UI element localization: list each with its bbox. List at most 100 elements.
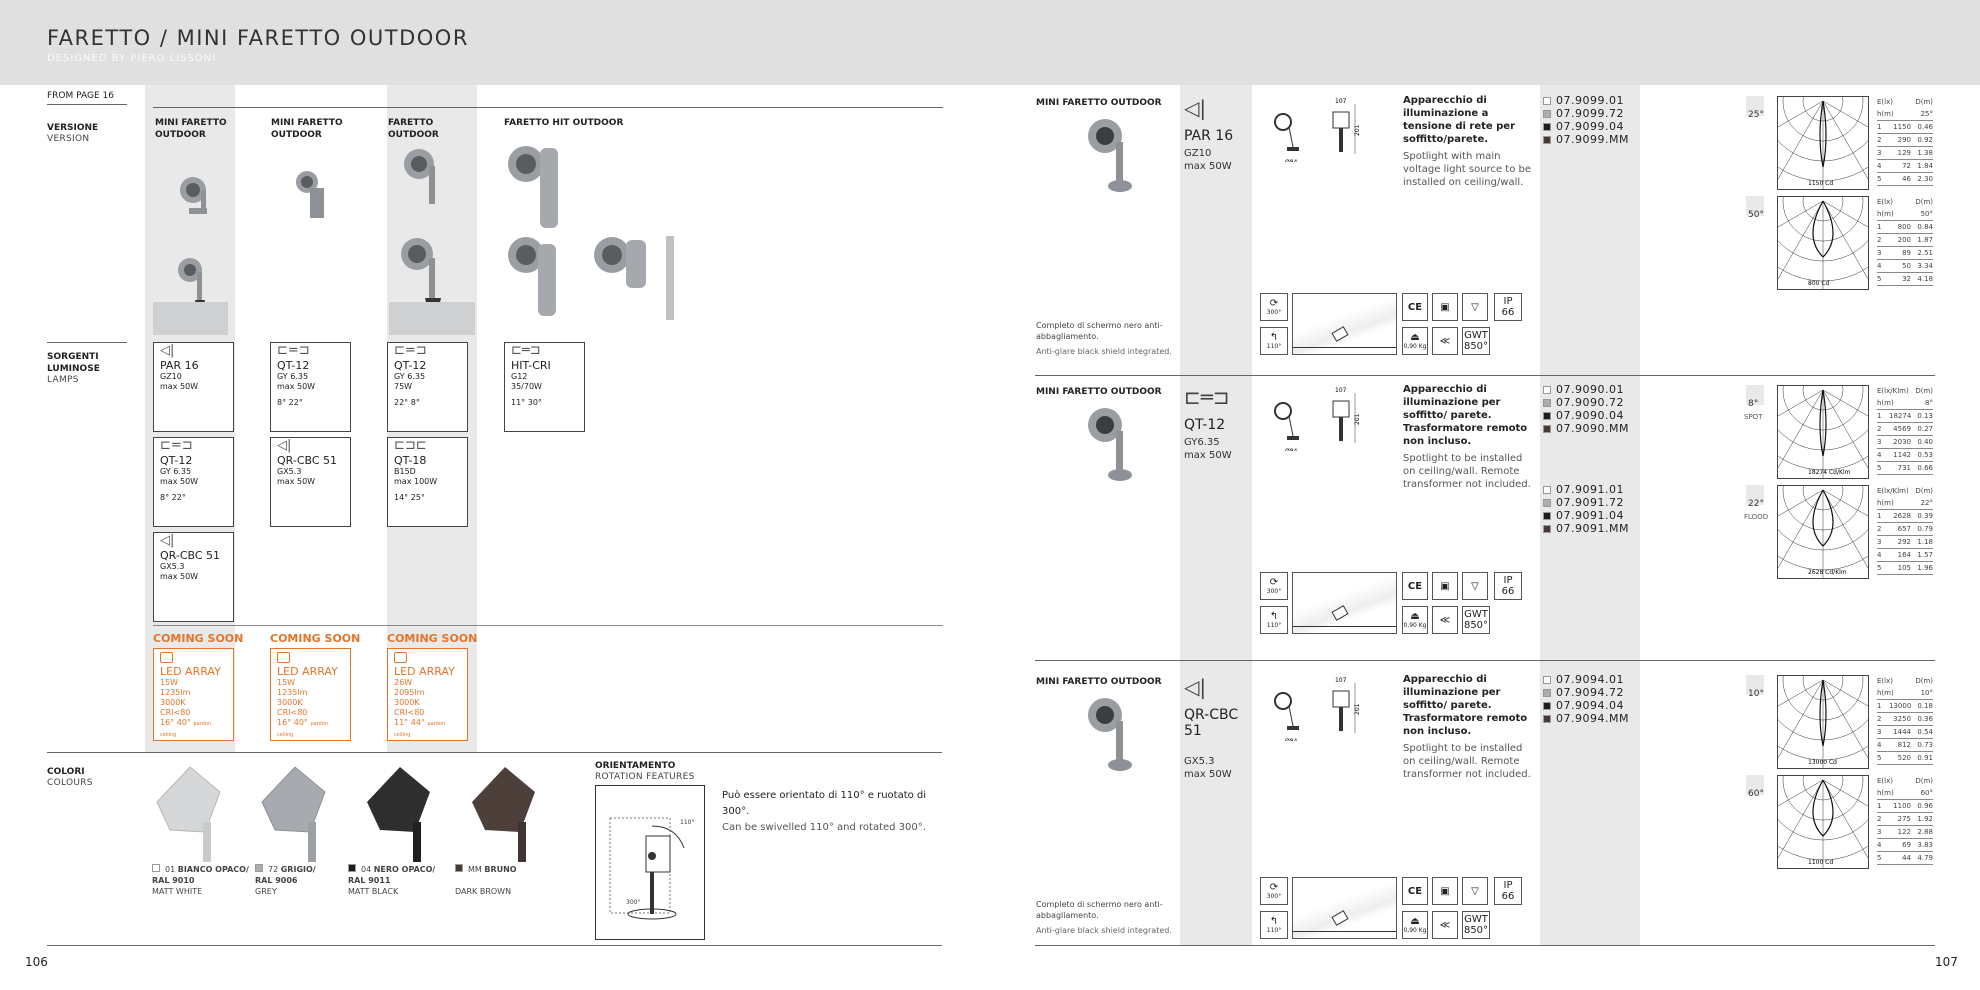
product-code: 07.9099.01 xyxy=(1543,94,1629,107)
colour-swatch xyxy=(1543,524,1551,533)
svg-text:1100 Cd: 1100 Cd xyxy=(1808,859,1833,866)
product-code: 07.9094.04 xyxy=(1543,699,1629,712)
lamp-name: QR-CBC 51 xyxy=(1184,707,1239,739)
product-image-col4 xyxy=(508,146,674,320)
warning-triangle-icon: ▽ xyxy=(1462,877,1488,905)
photometric-diagram: 1100 Cd xyxy=(1742,699,1904,869)
photometric-diagram: 800 Cd xyxy=(1742,120,1904,290)
product-code: 07.9091.72 xyxy=(1543,496,1629,509)
beam-type: SPOT xyxy=(1744,413,1763,421)
colour-swatch xyxy=(1543,109,1551,118)
photometric-diagram: 1150 Cd xyxy=(1742,20,1904,190)
colour-swatch xyxy=(255,864,263,872)
lamp-icon: ⊏=⊐ xyxy=(277,343,310,358)
designer-credit: DESIGNED BY PIERO LISSONI xyxy=(47,53,217,64)
ce-mark-icon: CE xyxy=(1402,572,1428,600)
lamp-icon: ◁| xyxy=(160,533,175,548)
weight-icon: ⏏0,90 Kg xyxy=(1402,606,1428,634)
ce-mark-icon: CE xyxy=(1402,293,1428,321)
beam-angle: 60° xyxy=(1748,789,1764,799)
dimension-drawing: Ø84107201 xyxy=(1274,98,1361,162)
photometric-diagram: 18274 Cd/Klm xyxy=(1742,309,1904,479)
col-header-4: FARETTO HIT OUTDOOR xyxy=(504,118,624,128)
sorgenti-label: SORGENTI LUMINOSE LAMPS xyxy=(47,352,100,385)
class-icon: ▣ xyxy=(1432,572,1458,600)
svg-text:800 Cd: 800 Cd xyxy=(1808,280,1830,287)
tilt-icon: ↰110° xyxy=(1260,327,1288,355)
lamp-icon: ◁| xyxy=(1184,675,1207,699)
svg-text:2628 Cd/Klm: 2628 Cd/Klm xyxy=(1808,569,1847,576)
beam-angle: 8° xyxy=(1748,399,1759,409)
ce-mark-icon: CE xyxy=(1402,877,1428,905)
dimension-drawing: Ø84107201 xyxy=(1274,677,1361,741)
svg-text:107: 107 xyxy=(1335,98,1347,105)
product-code: 07.9099.MM xyxy=(1543,133,1629,146)
svg-text:300°: 300° xyxy=(626,899,640,906)
product-code: 07.9099.04 xyxy=(1543,120,1629,133)
colori-label: COLORI COLOURS xyxy=(47,767,93,788)
product-image-col2 xyxy=(296,171,324,218)
product-photo xyxy=(1088,119,1132,192)
orient-text: Può essere orientato di 110° e ruotato d… xyxy=(722,790,927,833)
product-description: Apparecchio di illuminazione a tensione … xyxy=(1403,95,1531,188)
product-name: MINI FARETTO OUTDOOR xyxy=(1036,677,1162,687)
beam-angle: 25° xyxy=(1748,110,1764,120)
colour-swatch xyxy=(1543,498,1551,507)
versione-label: VERSIONE VERSION xyxy=(47,123,99,144)
wire-icon: ≪ xyxy=(1432,327,1458,355)
shield-note: Completo di schermo nero anti-abbagliame… xyxy=(1036,900,1172,935)
colour-swatch xyxy=(1543,398,1551,407)
lamp-icon: ⊏═⊐ xyxy=(1184,385,1230,409)
page-number-right: 107 xyxy=(1935,955,1958,969)
svg-text:201: 201 xyxy=(1354,413,1361,425)
colour-swatch xyxy=(1543,135,1551,144)
lamp-icon: ⊏=⊐ xyxy=(160,438,193,453)
led-icon xyxy=(394,652,407,663)
weight-icon: ⏏0,90 Kg xyxy=(1402,911,1428,939)
beam-angle: 10° xyxy=(1748,689,1764,699)
colour-swatch xyxy=(348,864,356,872)
right-grey-lamp-col xyxy=(1180,85,1252,945)
svg-text:Ø84: Ø84 xyxy=(1285,738,1298,741)
colour-swatch xyxy=(1543,485,1551,494)
tilt-icon: ↰110° xyxy=(1260,606,1288,634)
weight-icon: ⏏0,90 Kg xyxy=(1402,327,1428,355)
rotation-icon: ⟳300° xyxy=(1260,572,1288,600)
beam-angle: 22° xyxy=(1748,499,1764,509)
colour-swatch xyxy=(1543,385,1551,394)
lamp-icon: ◁| xyxy=(277,438,292,453)
svg-text:18274 Cd/Klm: 18274 Cd/Klm xyxy=(1808,469,1851,476)
colour-swatch xyxy=(1543,96,1551,105)
colour-swatch xyxy=(1543,714,1551,723)
wire-icon: ≪ xyxy=(1432,911,1458,939)
product-code: 07.9091.04 xyxy=(1543,509,1629,522)
wire-icon: ≪ xyxy=(1432,606,1458,634)
led-icon xyxy=(277,652,290,663)
product-image-col1 xyxy=(153,177,228,335)
product-photo xyxy=(1088,408,1132,481)
svg-text:201: 201 xyxy=(1354,703,1361,715)
colour-swatch xyxy=(1543,122,1551,131)
dimension-drawing: Ø84107201 xyxy=(1274,387,1361,451)
class-icon: ▣ xyxy=(1432,293,1458,321)
svg-text:1150 Cd: 1150 Cd xyxy=(1808,180,1833,187)
